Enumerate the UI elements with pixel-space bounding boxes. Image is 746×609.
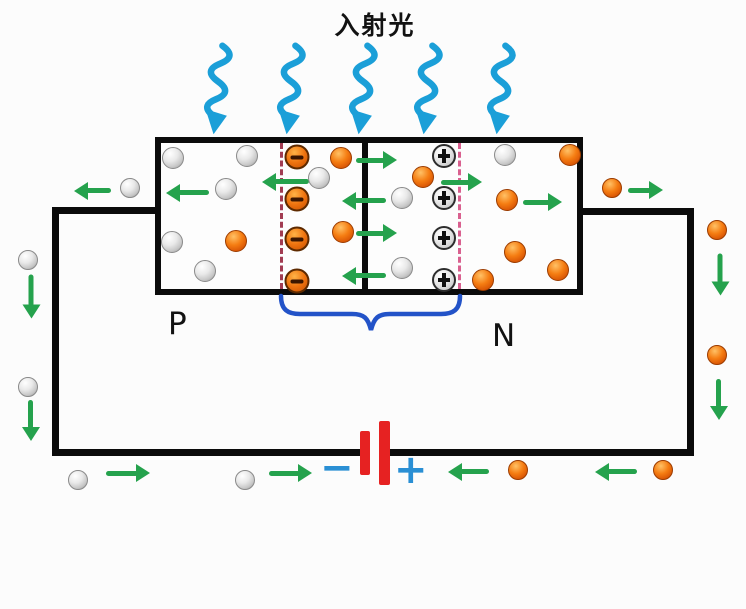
flow-arrow — [74, 182, 112, 200]
hole-sphere — [559, 144, 581, 166]
hole-sphere — [707, 220, 727, 240]
positive-ion-sphere — [432, 186, 456, 210]
flow-arrow — [711, 253, 729, 296]
electron-sphere — [68, 470, 88, 490]
battery-negative-plate — [360, 431, 370, 475]
positive-ion-sphere — [432, 268, 456, 292]
wire-right-vertical — [687, 208, 694, 456]
hole-sphere — [508, 460, 528, 480]
electron-sphere — [494, 144, 516, 166]
electron-sphere — [161, 231, 183, 253]
electron-sphere — [236, 145, 258, 167]
wire-left-vertical — [52, 207, 59, 456]
p-region-label: P — [168, 306, 187, 342]
electron-sphere — [308, 167, 330, 189]
positive-ion-sphere — [432, 144, 456, 168]
electron-sphere — [391, 187, 413, 209]
wire-right-horizontal — [583, 208, 694, 215]
flow-arrow — [355, 224, 397, 242]
negative-ion-sphere — [284, 226, 310, 252]
electron-sphere — [162, 147, 184, 169]
electron-sphere — [215, 178, 237, 200]
negative-ion-sphere — [284, 144, 310, 170]
negative-ion-sphere — [284, 186, 310, 212]
hole-sphere — [602, 178, 622, 198]
electron-sphere — [120, 178, 140, 198]
light-ray-arrow — [487, 42, 516, 135]
flow-arrow — [268, 464, 312, 482]
electron-sphere — [18, 250, 38, 270]
positive-ion-sphere — [432, 226, 456, 250]
hole-sphere — [504, 241, 526, 263]
depletion-boundary-left — [280, 143, 283, 289]
flow-arrow — [440, 173, 482, 191]
flow-arrow — [342, 267, 387, 285]
hole-sphere — [332, 221, 354, 243]
battery-positive-plate — [379, 421, 390, 485]
n-region-label: N — [492, 318, 516, 354]
hole-sphere — [496, 189, 518, 211]
hole-sphere — [412, 166, 434, 188]
battery-negative-label: − — [320, 445, 354, 491]
electron-sphere — [194, 260, 216, 282]
hole-sphere — [707, 345, 727, 365]
flow-arrow — [166, 184, 210, 202]
wire-bottom-right — [388, 449, 694, 456]
pn-junction-line — [362, 137, 368, 295]
hole-sphere — [547, 259, 569, 281]
flow-arrow — [22, 274, 40, 319]
flow-arrow — [105, 464, 150, 482]
light-ray-arrow — [204, 42, 233, 135]
negative-ion-sphere — [284, 268, 310, 294]
battery-positive-label: + — [394, 447, 428, 493]
flow-arrow — [448, 463, 490, 481]
hole-sphere — [330, 147, 352, 169]
light-ray-arrow — [277, 42, 306, 135]
electron-sphere — [391, 257, 413, 279]
depletion-brace — [278, 293, 463, 331]
flow-arrow — [355, 151, 397, 169]
light-ray-arrow — [349, 42, 378, 135]
flow-arrow — [22, 399, 40, 441]
wire-bottom-left — [52, 449, 362, 456]
electron-sphere — [18, 377, 38, 397]
flow-arrow — [342, 192, 387, 210]
incident-light-title: 入射光 — [334, 11, 416, 40]
light-ray-arrow — [414, 42, 443, 135]
hole-sphere — [653, 460, 673, 480]
electron-sphere — [235, 470, 255, 490]
flow-arrow — [710, 378, 728, 420]
hole-sphere — [472, 269, 494, 291]
flow-arrow — [627, 181, 663, 199]
hole-sphere — [225, 230, 247, 252]
flow-arrow — [522, 193, 562, 211]
depletion-boundary-right — [458, 143, 461, 289]
wire-left-horizontal — [52, 207, 158, 214]
flow-arrow — [595, 463, 638, 481]
